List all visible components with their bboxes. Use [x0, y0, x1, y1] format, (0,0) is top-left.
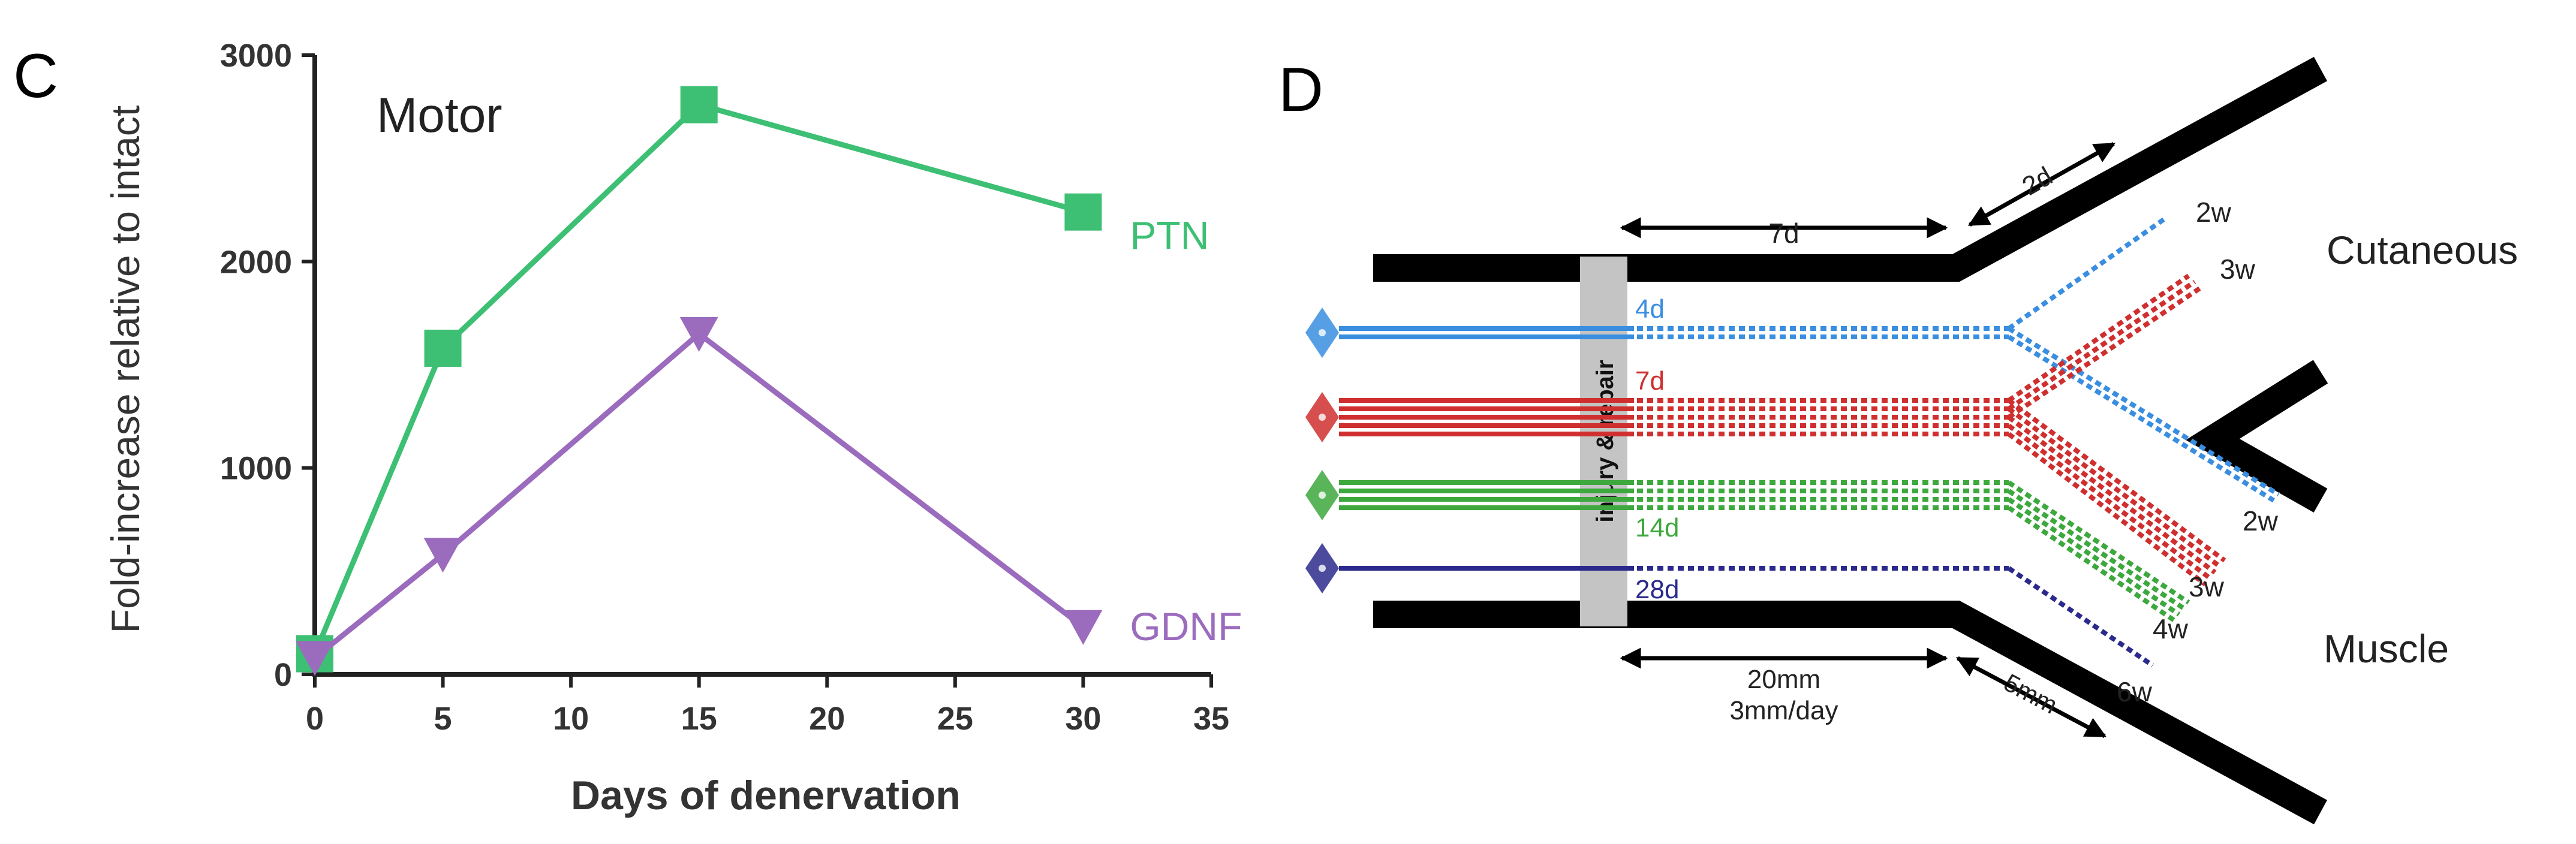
- data-point: [1064, 193, 1102, 231]
- neuron-nucleus: [1319, 329, 1326, 336]
- x-tick-label: 30: [1065, 701, 1101, 737]
- x-tick-label: 20: [809, 701, 845, 737]
- x-tick-label: 15: [681, 701, 717, 737]
- axon-branch-cutaneous: [2007, 285, 2202, 420]
- cutaneous-arrival-label: 3w: [2220, 254, 2256, 285]
- panel-c-chart: C Motor Fold-increase relative to intact…: [13, 38, 1242, 818]
- axon-branch-muscle: [2007, 398, 2226, 563]
- y-tick-label: 3000: [220, 38, 292, 74]
- x-tick-label: 0: [306, 701, 324, 737]
- label-muscle: Muscle: [2324, 626, 2449, 671]
- nerve-lower-wall: [1373, 601, 2327, 825]
- series-ptn: PTN: [296, 86, 1209, 673]
- data-point: [679, 316, 718, 352]
- x-tick-label: 35: [1193, 701, 1229, 737]
- series-label: PTN: [1130, 213, 1209, 258]
- arrow-2d: [1967, 141, 2116, 227]
- x-axis-label: Days of denervation: [571, 773, 961, 818]
- series-gdnf: GDNF: [296, 316, 1242, 676]
- axon-time-label: 28d: [1635, 575, 1679, 604]
- axon-time-label: 7d: [1635, 366, 1665, 396]
- axon-branch-cutaneous: [2007, 273, 2190, 403]
- muscle-arrival-label: 3w: [2189, 571, 2225, 602]
- label-7d: 7d: [1768, 218, 1799, 249]
- series-line: [313, 330, 1085, 660]
- label-20mm: 20mm: [1747, 665, 1820, 694]
- axon-branch-muscle: [2007, 415, 2217, 575]
- x-tick-label: 10: [553, 701, 589, 737]
- injury-repair-label: injury & repair: [1592, 360, 1618, 522]
- axon-branch-muscle: [2007, 489, 2186, 611]
- data-point: [1064, 610, 1103, 645]
- panel-c-letter: C: [13, 41, 58, 111]
- chart-ticks: 0 5 10 15 20 25 30 35 0 1000 2000 3000: [220, 38, 1229, 737]
- nerve-sheath: [1373, 56, 2328, 825]
- neuron-nucleus: [1319, 492, 1326, 499]
- axon-branch-muscle: [2007, 505, 2176, 623]
- muscle-arrival-label: 4w: [2153, 613, 2189, 644]
- data-point: [423, 538, 462, 573]
- axon-branch-muscle: [2007, 480, 2190, 605]
- data-point: [680, 86, 718, 123]
- axon-time-label: 14d: [1635, 513, 1679, 542]
- y-tick-label: 2000: [220, 244, 292, 280]
- axon-branch-muscle: [2007, 334, 2276, 503]
- axon-branch-cutaneous: [2007, 216, 2166, 331]
- axon-branch-muscle: [2007, 406, 2222, 569]
- y-axis-label: Fold-increase relative to intact: [103, 106, 148, 633]
- nerve-upper-wall: [1373, 56, 2328, 282]
- axon-branch-cutaneous: [2007, 279, 2196, 411]
- chart-series: PTN GDNF: [296, 86, 1242, 676]
- axon-branch-muscle: [2007, 566, 2154, 668]
- cutaneous-arrival-label: 2w: [2196, 197, 2232, 228]
- muscle-arrival-label: 2w: [2243, 505, 2279, 536]
- y-tick-label: 0: [274, 657, 292, 693]
- neuron-nucleus: [1319, 414, 1326, 421]
- axon-bundle-4d: 4d 2w 2w: [1305, 197, 2280, 536]
- axon-bundle-7d: 7d 3w 3w: [1305, 254, 2256, 602]
- x-tick-label: 5: [434, 701, 452, 737]
- x-tick-label: 25: [937, 701, 973, 737]
- panel-d-diagram: D injury & repair 4d 2w 2w 7d 3w 3w 14d 4w 28d 6w…: [1278, 55, 2518, 825]
- axon-time-label: 4d: [1635, 294, 1665, 324]
- axon-branch-muscle: [2007, 423, 2212, 581]
- y-tick-label: 1000: [220, 451, 292, 487]
- muscle-arrival-label: 6w: [2117, 676, 2153, 707]
- axon-branch-muscle: [2007, 326, 2280, 497]
- label-3mm-per-day: 3mm/day: [1730, 696, 1838, 725]
- axon-bundle-28d: 28d 6w: [1305, 543, 2154, 707]
- data-point: [296, 641, 334, 676]
- panel-d-letter: D: [1278, 55, 1323, 125]
- series-label: GDNF: [1130, 604, 1242, 649]
- axon-bundle-14d: 14d 4w: [1305, 470, 2190, 644]
- series-line: [312, 101, 1084, 655]
- injury-repair-band: [1580, 257, 1627, 626]
- axon-branch-muscle: [2007, 432, 2207, 587]
- axon-branch-muscle: [2007, 497, 2181, 617]
- branch-divider-chevron: [2186, 360, 2328, 513]
- chart-title: Motor: [377, 88, 502, 143]
- axon-bundles: 4d 2w 2w 7d 3w 3w 14d 4w 28d 6w: [1305, 197, 2280, 707]
- label-cutaneous: Cutaneous: [2327, 228, 2518, 272]
- chart-axes: [312, 55, 1211, 677]
- neuron-nucleus: [1319, 565, 1326, 572]
- data-point: [424, 329, 462, 367]
- arrow-5mm: [1955, 656, 2107, 739]
